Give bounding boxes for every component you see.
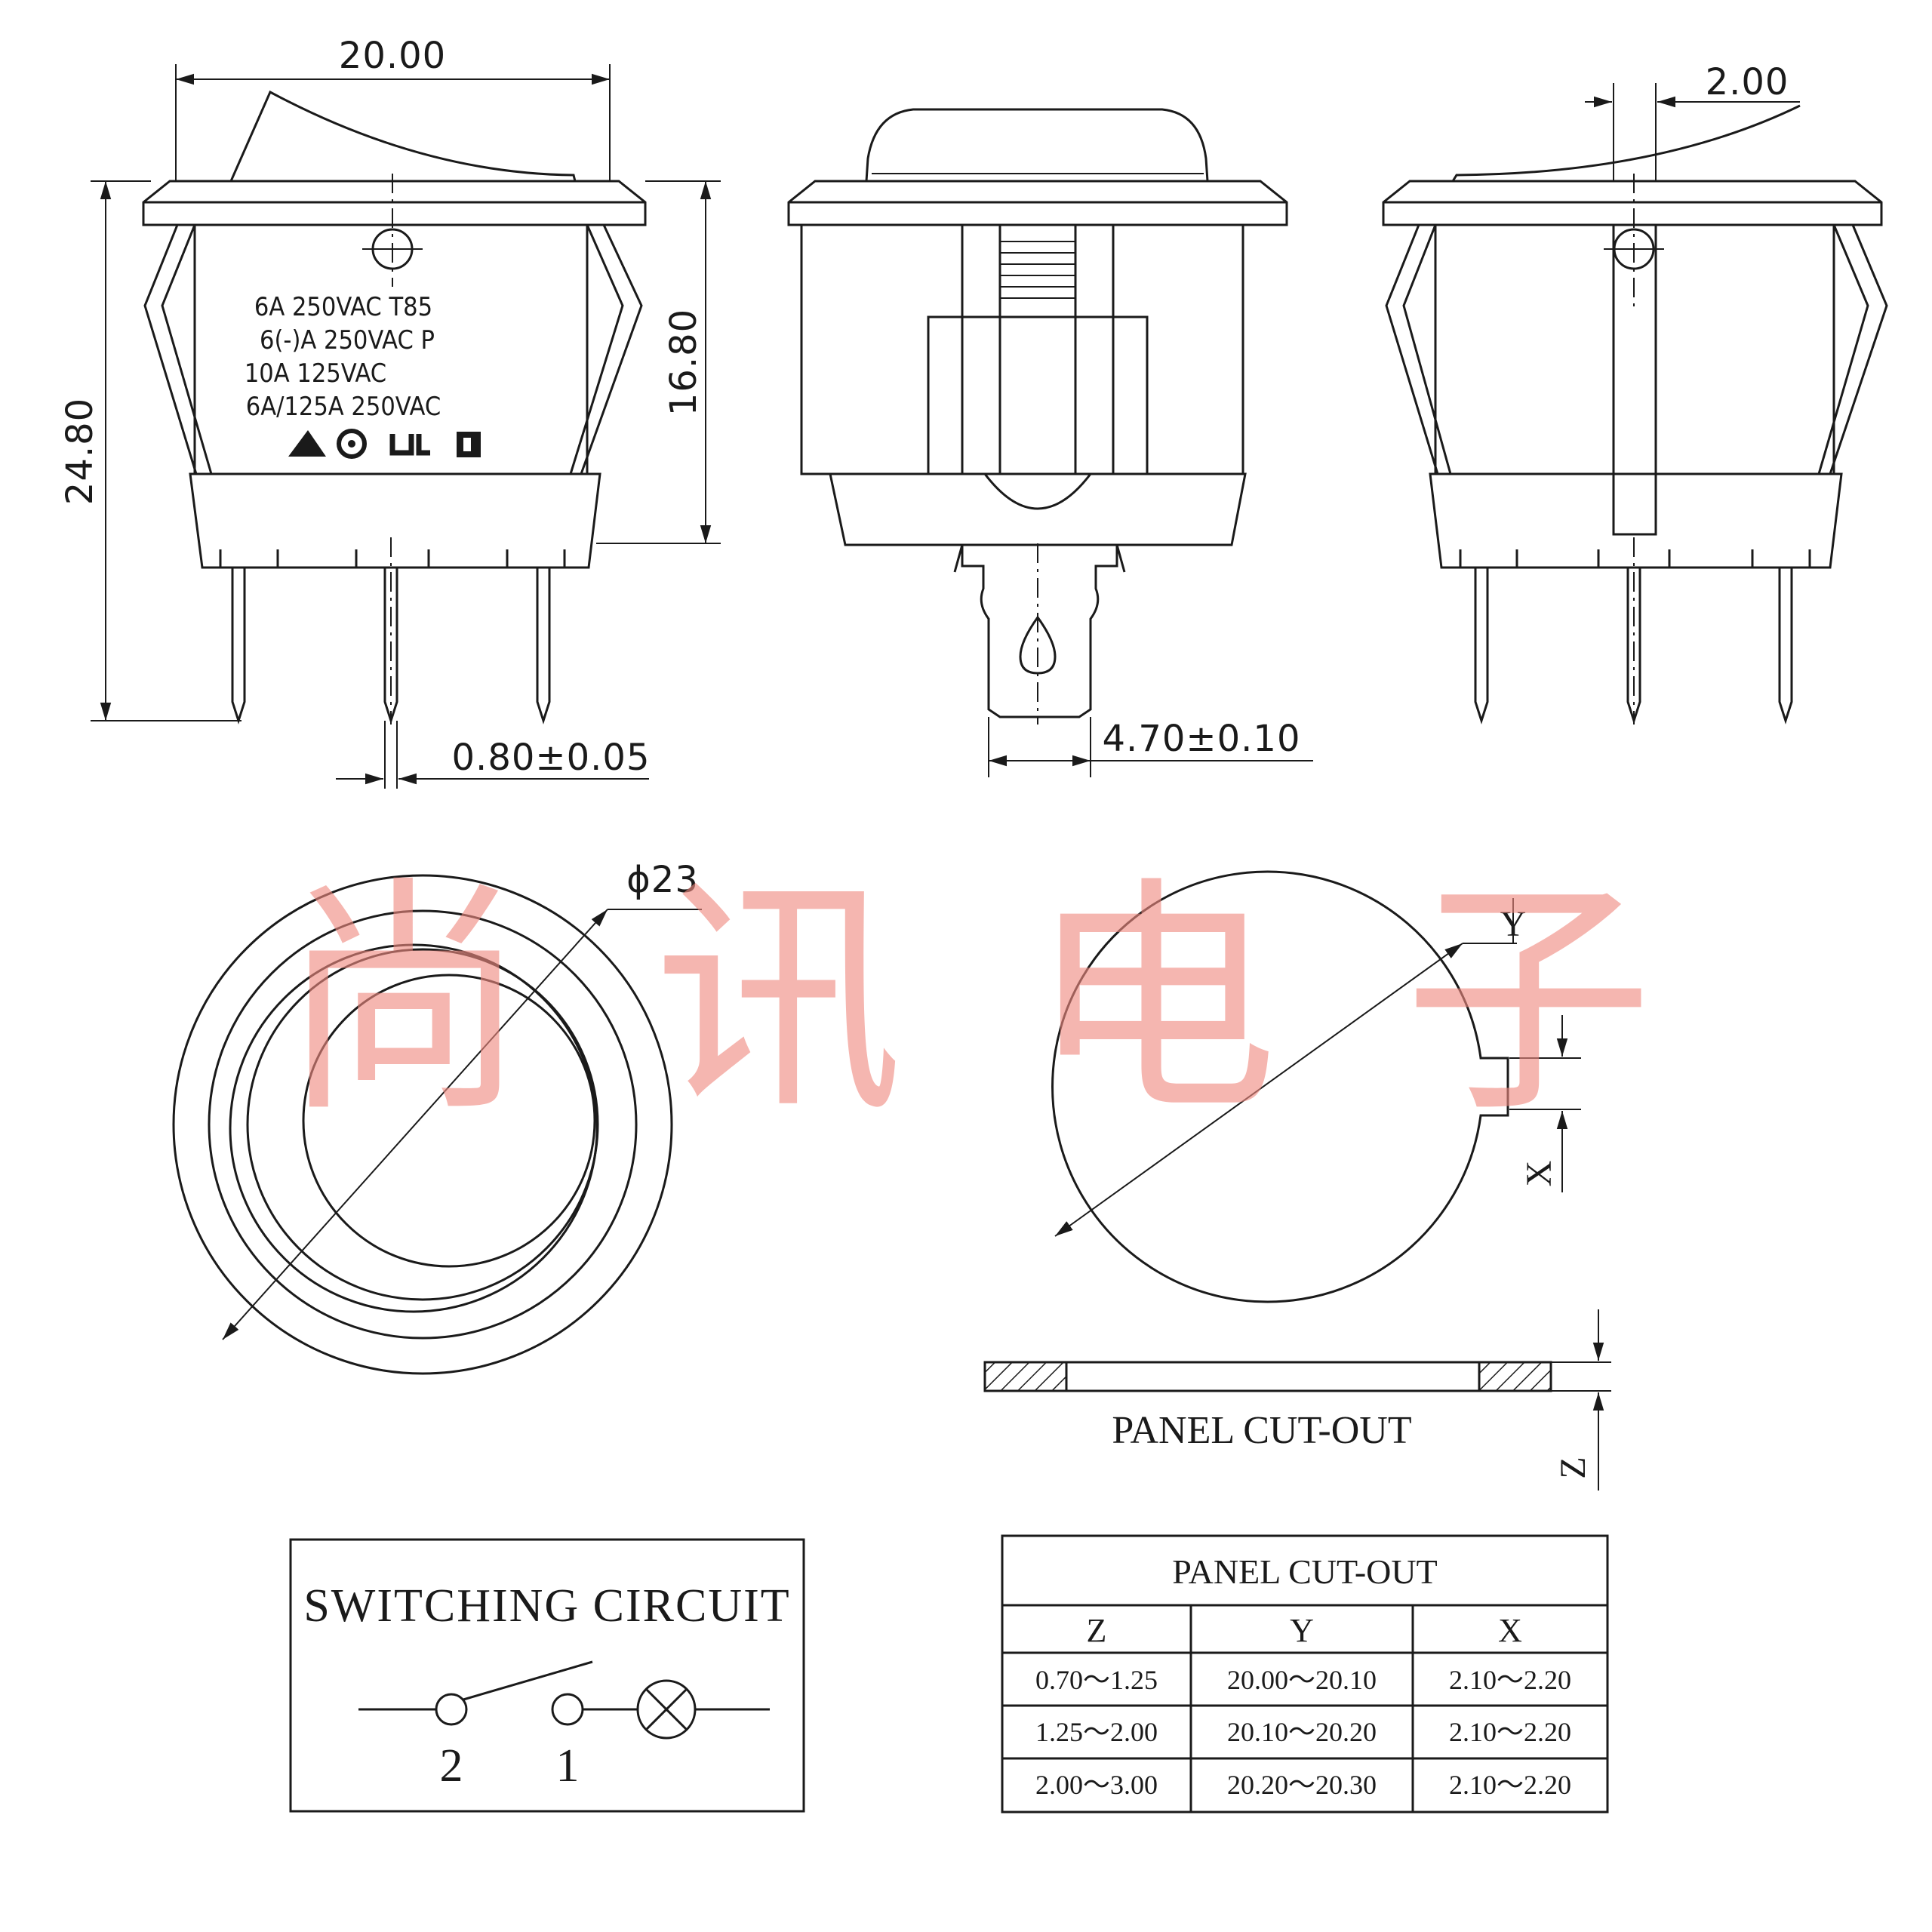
circuit-title: SWITCHING CIRCUIT — [303, 1580, 790, 1632]
right-view: 2.00 — [1382, 61, 1888, 724]
dim-diameter: ϕ23 — [626, 859, 699, 901]
rating-line-2: 6(-)A 250VAC P — [260, 325, 435, 355]
table-cell: 2.10～2.20 — [1449, 1665, 1571, 1695]
top-view: ϕ23 — [172, 859, 702, 1375]
dim-body-height: 16.80 — [663, 309, 705, 416]
actuator-ribs — [1000, 241, 1075, 299]
panel-cutout-view: Y X Z PANEL CUT-OUT — [983, 870, 1611, 1491]
table-cell: 0.70～1.25 — [1035, 1665, 1158, 1695]
terminal-1-label: 1 — [556, 1740, 580, 1792]
rating-line-4: 6A/125A 250VAC — [246, 392, 441, 422]
table-header-x: X — [1498, 1612, 1522, 1649]
table-cell: 2.00～3.00 — [1035, 1770, 1158, 1800]
table-cell: 20.20～20.30 — [1227, 1770, 1377, 1800]
table-title: PANEL CUT-OUT — [1172, 1552, 1437, 1591]
lamp-icon — [636, 1679, 697, 1740]
rating-line-3: 10A 125VAC — [245, 358, 386, 389]
dim-terminal-width: 4.70±0.10 — [1103, 718, 1301, 760]
table-cell: 20.00～20.10 — [1227, 1665, 1377, 1695]
side-view: 4.70±0.10 — [787, 108, 1313, 777]
table-cell: 20.10～20.20 — [1227, 1717, 1377, 1747]
dim-rocker-offset: 2.00 — [1706, 61, 1789, 103]
front-view: 6A 250VAC T85 6(-)A 250VAC P 10A 125VAC … — [59, 35, 721, 789]
rating-line-1: 6A 250VAC T85 — [254, 292, 432, 322]
table-header-y: Y — [1290, 1612, 1314, 1649]
certification-marks-icon — [288, 429, 481, 459]
dim-pin-width: 0.80±0.05 — [452, 737, 651, 779]
table-header-z: Z — [1087, 1612, 1107, 1649]
switching-circuit-box: SWITCHING CIRCUIT 2 1 — [289, 1538, 805, 1813]
panel-cutout-table: PANEL CUT-OUT Z Y X 0.70～1.25 20.00～20.1… — [1001, 1534, 1609, 1814]
axis-z-label: Z — [1553, 1457, 1593, 1478]
dim-top-width: 20.00 — [339, 35, 446, 77]
table-cell: 2.10～2.20 — [1449, 1717, 1571, 1747]
table-cell: 2.10～2.20 — [1449, 1770, 1571, 1800]
table-cell: 1.25～2.00 — [1035, 1717, 1158, 1747]
panel-cutout-label: PANEL CUT-OUT — [1112, 1409, 1411, 1452]
terminal-2-label: 2 — [440, 1740, 463, 1792]
dim-total-height: 24.80 — [59, 398, 101, 505]
axis-x-label: X — [1519, 1161, 1559, 1187]
watermark: 尚讯电子 — [279, 856, 1653, 1146]
